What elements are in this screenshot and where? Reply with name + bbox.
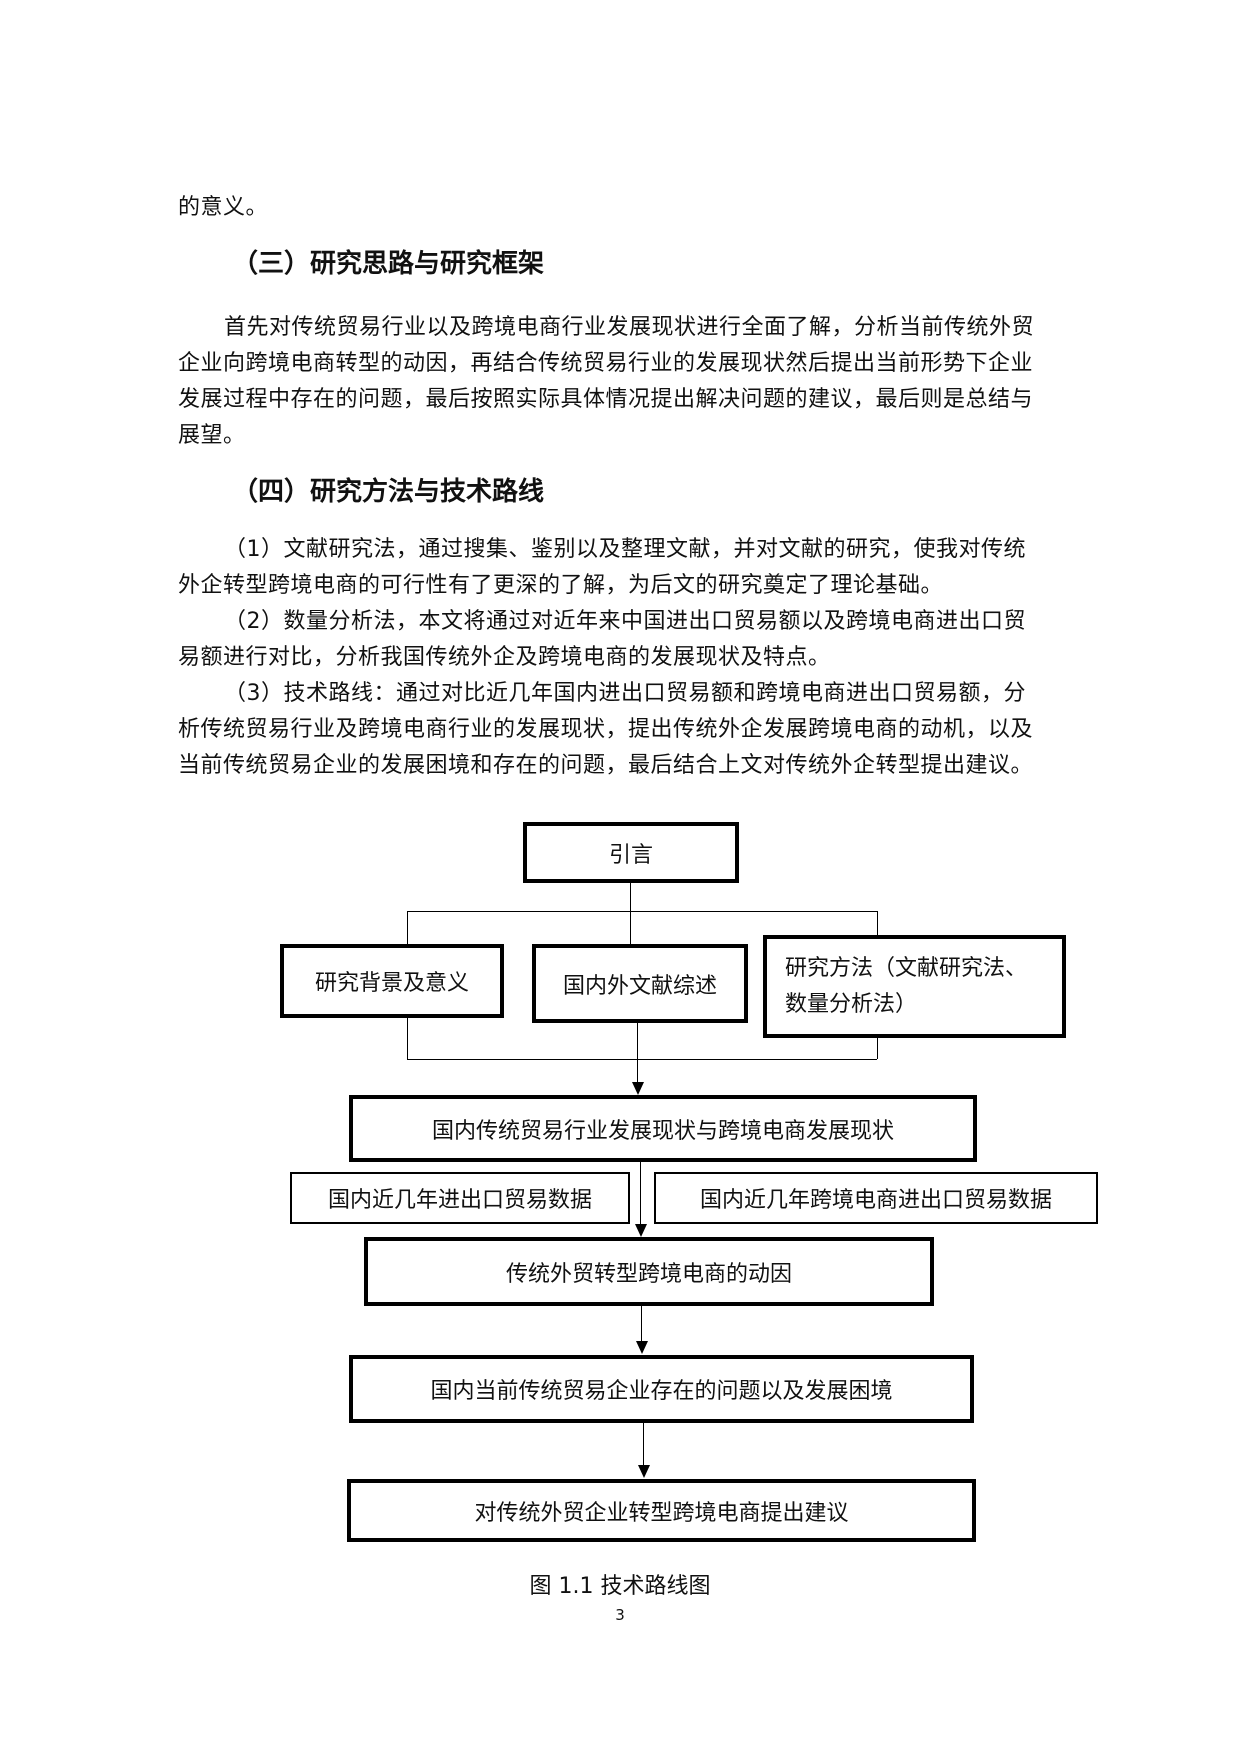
connector-line bbox=[407, 1018, 408, 1059]
flow-box-label: 国内传统贸易行业发展现状与跨境电商发展现状 bbox=[431, 1118, 894, 1144]
flow-box-literature: 国内外文献综述 bbox=[532, 944, 748, 1023]
flow-box-label: 传统外贸转型跨境电商的动因 bbox=[505, 1261, 792, 1287]
flow-box-ecommerce-data: 国内近几年跨境电商进出口贸易数据 bbox=[654, 1172, 1098, 1224]
flow-box-status: 国内传统贸易行业发展现状与跨境电商发展现状 bbox=[349, 1095, 977, 1162]
arrow-down-icon bbox=[635, 1224, 647, 1237]
carry-over-text: 的意义。 bbox=[178, 195, 269, 220]
paragraph-line: 首先对传统贸易行业以及跨境电商行业发展现状进行全面了解，分析当前传统外贸 bbox=[224, 315, 1035, 340]
connector-line bbox=[643, 1423, 644, 1466]
flow-box-label: 对传统外贸企业转型跨境电商提出建议 bbox=[474, 1500, 849, 1526]
paragraph-line: （1）文献研究法，通过搜集、鉴别以及整理文献，并对文献的研究，使我对传统 bbox=[224, 537, 1026, 562]
connector-line bbox=[407, 1059, 877, 1060]
flow-box-label: 国内近几年跨境电商进出口贸易数据 bbox=[699, 1188, 1052, 1213]
paragraph-line: （2）数量分析法，本文将通过对近年来中国进出口贸易额以及跨境电商进出口贸 bbox=[224, 609, 1026, 634]
connector-line bbox=[630, 883, 631, 912]
flow-box-label: 国内当前传统贸易企业存在的问题以及发展困境 bbox=[430, 1379, 893, 1404]
arrow-down-icon bbox=[638, 1465, 650, 1478]
section-heading-4: （四）研究方法与技术路线 bbox=[232, 477, 545, 507]
paragraph-line: 外企转型跨境电商的可行性有了更深的了解，为后文的研究奠定了理论基础。 bbox=[178, 573, 944, 598]
flow-box-trade-data: 国内近几年进出口贸易数据 bbox=[290, 1172, 630, 1224]
flow-box-label: 研究方法（文献研究法、数量分析法） bbox=[785, 955, 1028, 1017]
paragraph-line: 析传统贸易行业及跨境电商行业的发展现状，提出传统外企发展跨境电商的动机，以及 bbox=[178, 717, 1034, 742]
paragraph-line: 当前传统贸易企业的发展困境和存在的问题，最后结合上文对传统外企转型提出建议。 bbox=[178, 753, 1034, 778]
connector-line bbox=[637, 1023, 638, 1083]
arrow-down-icon bbox=[636, 1341, 648, 1354]
flow-box-problems: 国内当前传统贸易企业存在的问题以及发展困境 bbox=[349, 1355, 974, 1423]
flow-box-label: 国内外文献综述 bbox=[562, 973, 717, 999]
connector-line bbox=[407, 911, 877, 912]
connector-line bbox=[877, 911, 878, 936]
arrow-down-icon bbox=[632, 1082, 644, 1095]
connector-line bbox=[641, 1306, 642, 1342]
figure-caption: 图 1.1 技术路线图 bbox=[529, 1574, 711, 1599]
connector-line bbox=[877, 1038, 878, 1059]
flow-box-background: 研究背景及意义 bbox=[280, 944, 504, 1018]
flow-box-suggestions: 对传统外贸企业转型跨境电商提出建议 bbox=[347, 1479, 976, 1542]
connector-line bbox=[640, 1162, 641, 1224]
paragraph-line: 企业向跨境电商转型的动因，再结合传统贸易行业的发展现状然后提出当前形势下企业 bbox=[178, 351, 1034, 376]
flow-box-intro: 引言 bbox=[523, 822, 739, 883]
flow-box-label: 引言 bbox=[608, 842, 653, 868]
section-heading-3: （三）研究思路与研究框架 bbox=[232, 249, 545, 279]
flow-box-label: 国内近几年进出口贸易数据 bbox=[327, 1188, 592, 1213]
connector-line bbox=[407, 911, 408, 945]
paragraph-line: （3）技术路线：通过对比近几年国内进出口贸易额和跨境电商进出口贸易额，分 bbox=[224, 681, 1026, 706]
paragraph-line: 展望。 bbox=[178, 423, 246, 448]
paragraph-line: 易额进行对比，分析我国传统外企及跨境电商的发展现状及特点。 bbox=[178, 645, 831, 670]
flow-box-methods: 研究方法（文献研究法、数量分析法） bbox=[763, 935, 1066, 1038]
page-number: 3 bbox=[615, 1606, 625, 1624]
flow-box-motive: 传统外贸转型跨境电商的动因 bbox=[364, 1237, 934, 1306]
flow-box-label: 研究背景及意义 bbox=[314, 971, 469, 996]
connector-line bbox=[630, 911, 631, 945]
paragraph-line: 发展过程中存在的问题，最后按照实际具体情况提出解决问题的建议，最后则是总结与 bbox=[178, 387, 1034, 412]
